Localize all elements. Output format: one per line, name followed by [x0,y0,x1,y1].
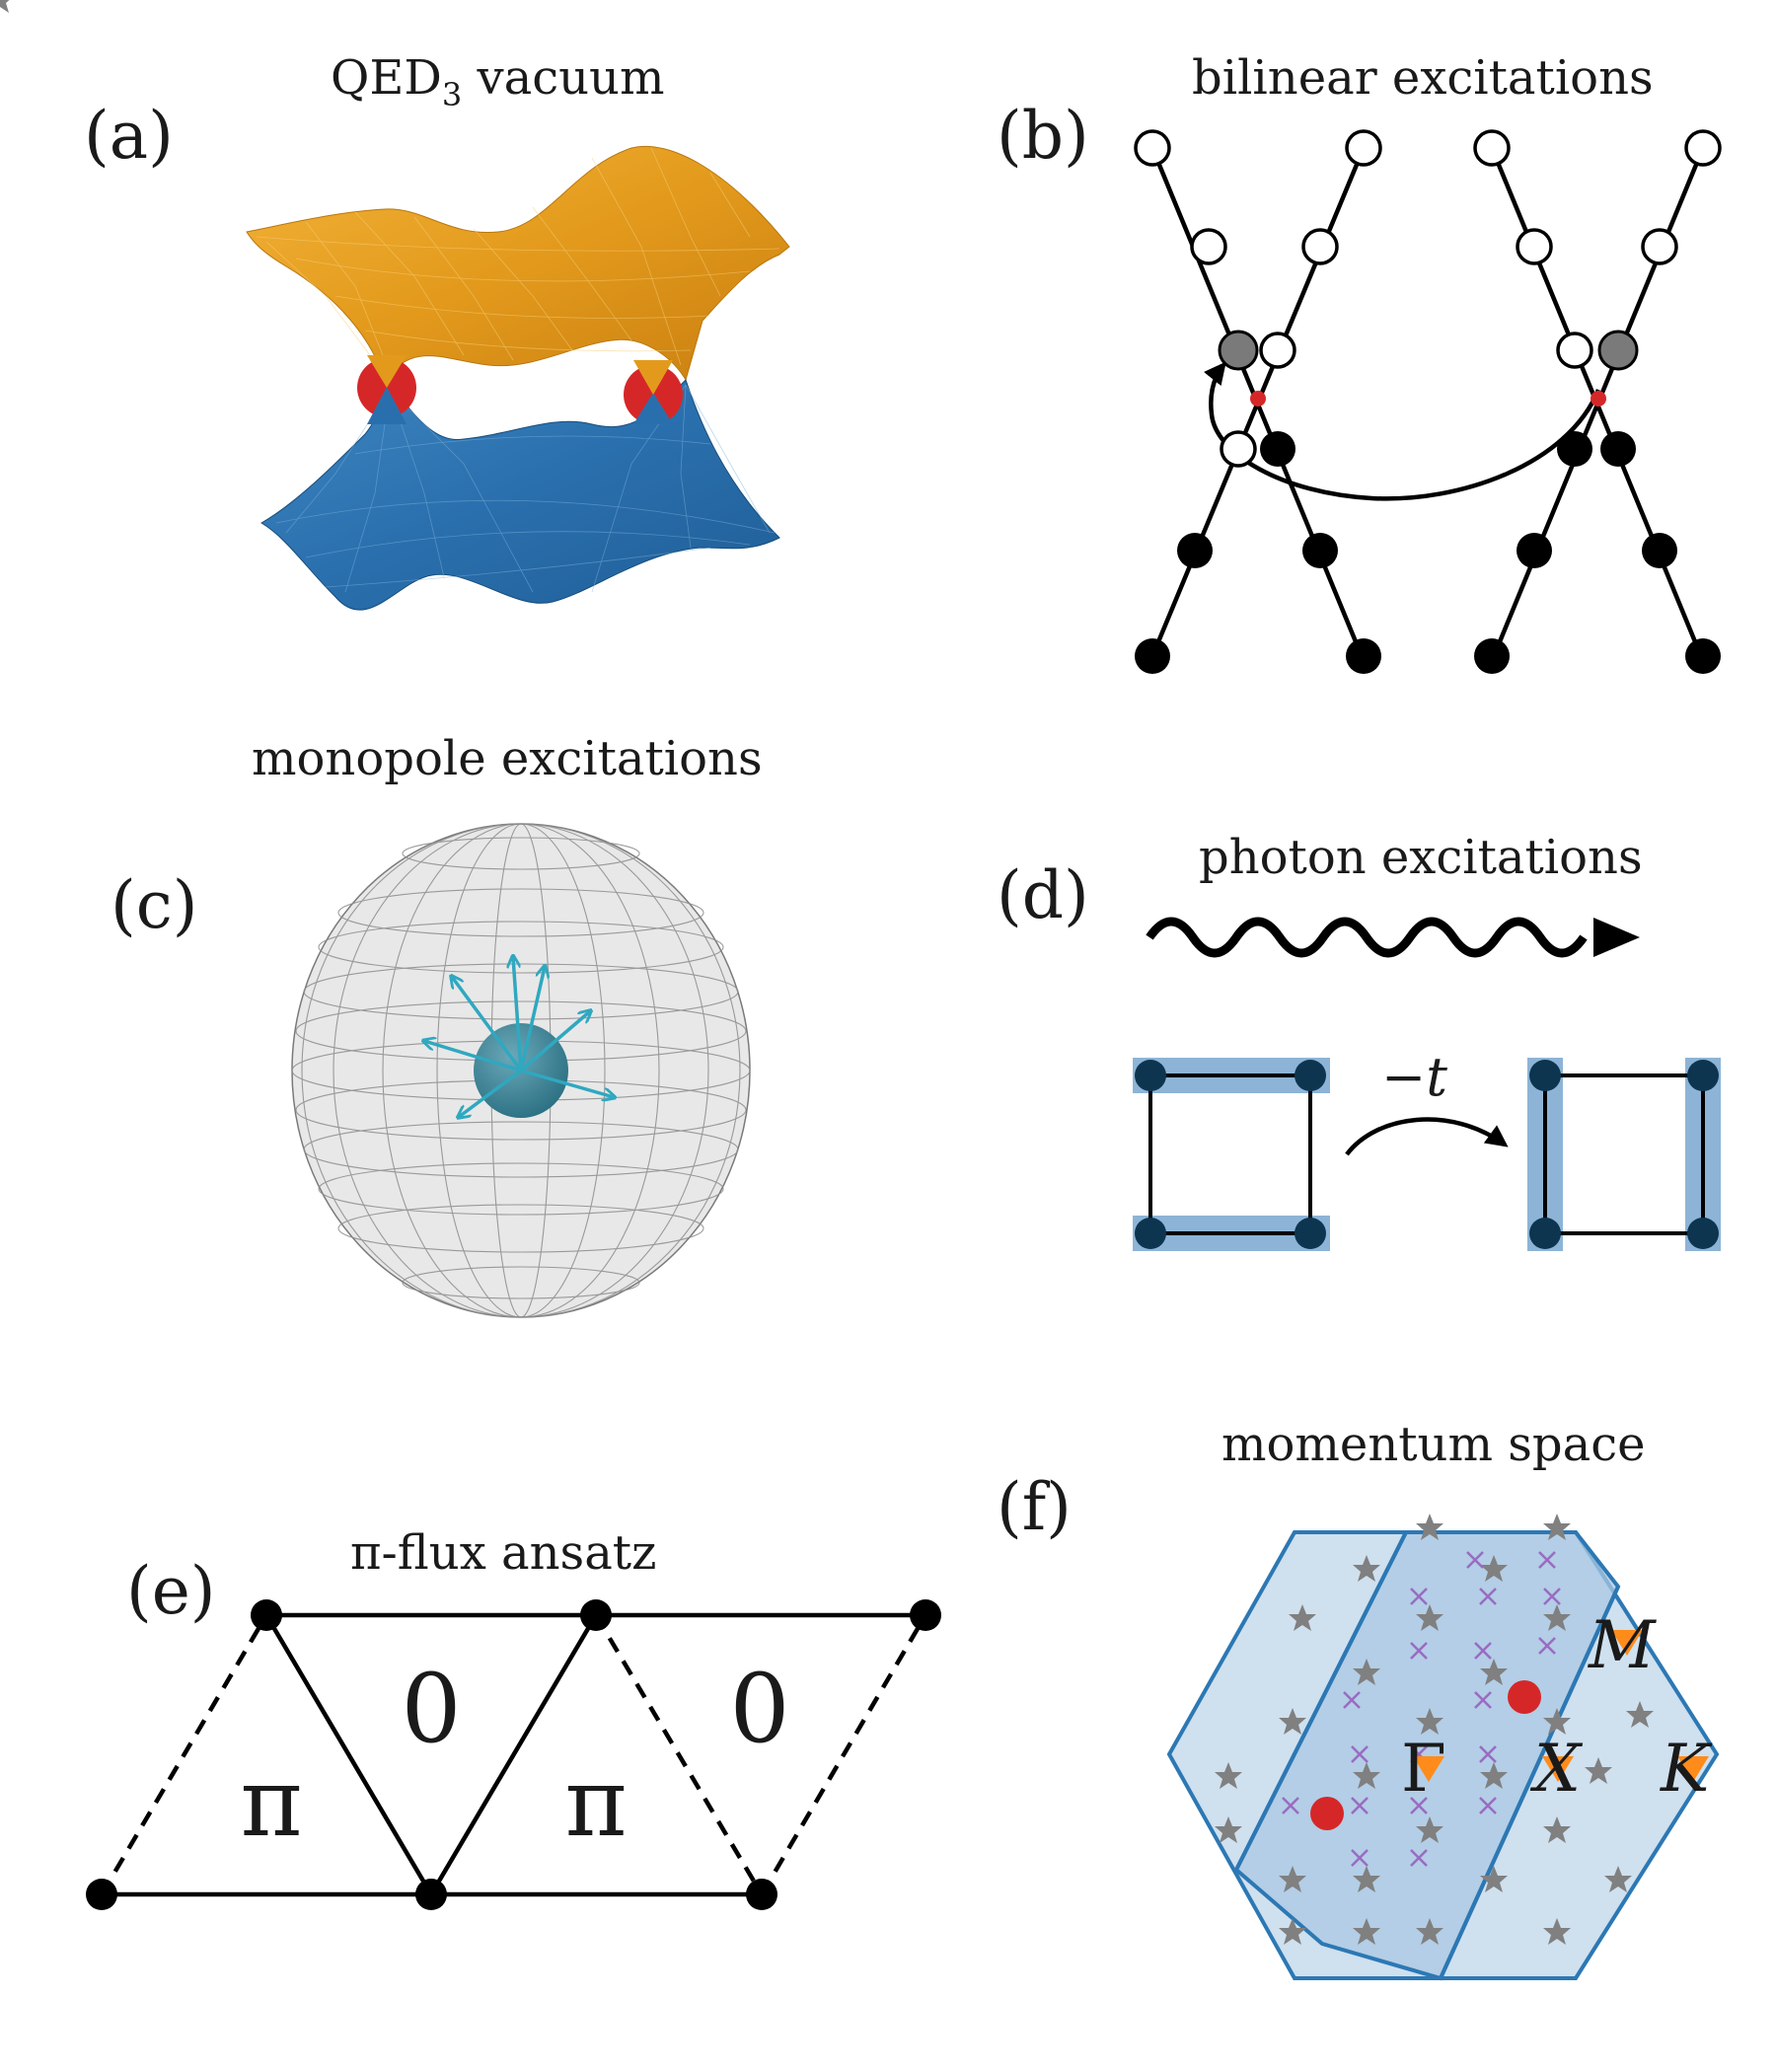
panel-b-title: bilinear excitations [1192,50,1654,106]
plaquette-left [1133,1058,1330,1251]
panel-a-title: QED3 vacuum [331,50,664,113]
monopole-flux-arrows [424,957,614,1117]
excited-particle-right [1597,330,1639,371]
panel-f-title: momentum space [1221,1417,1646,1472]
k-point-label: K [1660,1731,1713,1807]
panel-c: (c) monopole excitations [111,731,763,1318]
bz-edge-2 [1439,1586,1620,1979]
panel-b: (b) bilinear excitations [997,50,1722,674]
excited-particle-left [1218,330,1259,371]
curved-hop-arrow-icon [1345,1117,1509,1156]
momentum-crosses [1282,1551,1561,1867]
lower-band-mesh [275,384,776,593]
high-symmetry-markers [1413,1630,1709,1782]
dirac-point-upper [1508,1680,1541,1714]
node-marker-left [1250,391,1266,407]
panel-c-tag: (c) [111,867,197,943]
upper-band-surface [246,145,790,382]
panel-e-tag: (e) [126,1553,216,1629]
panel-e: (e) π-flux ansatz π 0 π 0 [86,1525,941,1910]
panel-d: (d) photon excitations −t [997,830,1721,1251]
flux-label-2: 0 [401,1654,461,1764]
hop-amplitude-label: −t [1381,1046,1447,1108]
plaquette-right [1527,1058,1721,1251]
filled-states [1135,431,1721,674]
gamma-point-label: Γ [1401,1731,1446,1807]
empty-states [1134,129,1722,468]
upper-cone-tip-right [633,360,673,395]
lower-cone-tip-left [367,387,407,424]
dirac-point-lower [1310,1797,1344,1830]
upper-cone-tip-left [367,355,407,388]
lattice-bonds [102,1612,925,1897]
flux-label-4: 0 [729,1654,789,1764]
x-point-label: X [1529,1731,1584,1807]
flux-label-3: π [564,1747,627,1858]
flux-label-1: π [240,1747,302,1858]
lower-cone-tip-right [633,393,673,424]
panel-d-tag: (d) [997,857,1089,933]
lattice-sites [86,1599,941,1910]
upper-band-mesh [256,147,780,376]
panel-f: (f) momentum space [0,0,1720,1981]
m-point-label: M [1588,1607,1657,1683]
wavy-photon-arrow-icon [1146,917,1588,958]
panel-e-title: π-flux ansatz [350,1525,656,1581]
panel-b-tag: (b) [997,98,1089,174]
band-lines [1149,147,1706,657]
panel-f-tag: (f) [997,1469,1072,1545]
bz-edge-1 [1234,1531,1408,1871]
node-marker-right [1591,391,1606,407]
momentum-stars [0,0,1654,1945]
panel-d-title: photon excitations [1199,830,1643,885]
panel-c-title: monopole excitations [252,731,763,786]
panel-a: (a) QED3 vacuum [84,50,790,611]
negative-bonds [100,1613,927,1896]
panel-a-tag: (a) [84,98,174,174]
excitation-arrow [1203,361,1601,501]
lower-band-surface [260,379,780,611]
photon-arrowhead [1593,918,1640,957]
